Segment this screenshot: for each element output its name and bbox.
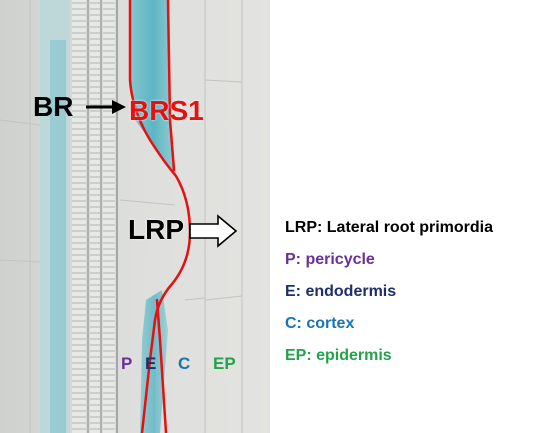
lrp-label: LRP [128,214,184,245]
micrograph-drawing [0,0,270,433]
left-stain-core [50,40,66,433]
brs1-label: BRS1 [129,95,204,126]
legend-item-pericycle: P: pericycle [285,251,375,268]
br-label: BR [33,91,74,122]
legend-item-lrp: LRP: Lateral root primordia [285,219,494,236]
epidermis-label: EP [213,354,236,373]
arrow-right-icon [86,100,126,114]
hollow-arrow-right-icon [189,214,238,248]
xylem-vessel-2 [90,0,100,433]
cortex-label: C [178,354,191,373]
brs1-outline [128,0,192,433]
pericycle-label: P [121,354,133,373]
root-micrograph: BR BRS1 LRP P E C EP [0,0,270,433]
legend: LRP: Lateral root primordia P: pericycle… [285,218,493,378]
xylem-vessel-1 [72,0,86,433]
legend-item-epidermis: EP: epidermis [285,347,392,364]
legend-item-cortex: C: cortex [285,315,355,332]
cell-walls [0,0,243,433]
upper-stain-region [130,0,176,175]
xylem-vessel-3 [103,0,115,433]
legend-item-endodermis: E: endodermis [285,283,397,300]
endodermis-label: E [145,354,157,373]
